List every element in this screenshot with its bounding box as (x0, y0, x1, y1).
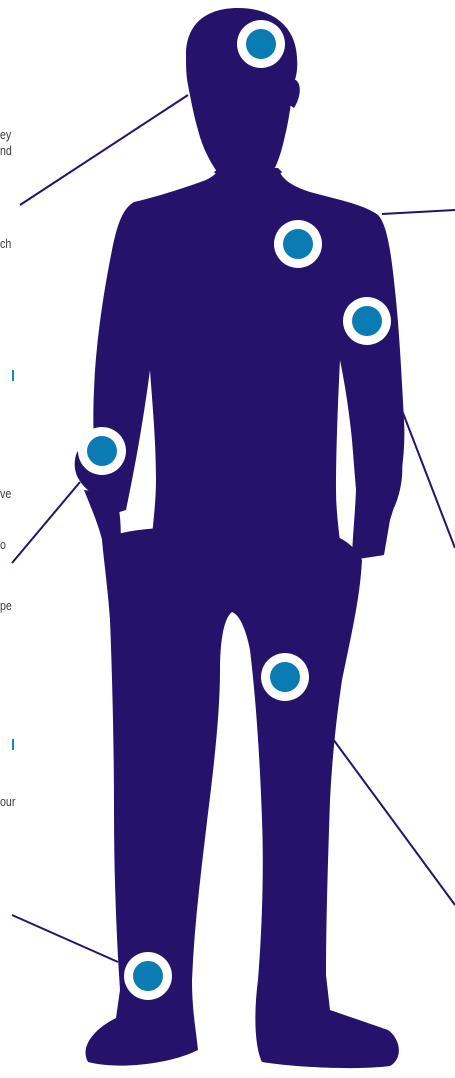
ankle-marker[interactable] (124, 952, 172, 1000)
leader-line-head (20, 95, 188, 205)
leader-line-ankle (12, 915, 118, 962)
text-fragment-1: ey (0, 127, 11, 143)
torso-shape (93, 168, 404, 580)
right-hand-shape (358, 450, 402, 531)
accent-tick-2 (12, 739, 14, 750)
right-wrist-marker[interactable] (78, 427, 126, 475)
text-fragment-3: ch (0, 236, 11, 252)
leader-line-shoulder (382, 210, 455, 214)
leader-line-hand (12, 482, 80, 563)
left-elbow-marker[interactable] (343, 297, 391, 345)
text-fragment-2: nd (0, 143, 12, 159)
person-silhouette (75, 8, 405, 1068)
ear-shape (288, 79, 300, 108)
leader-line-forearm (398, 400, 455, 548)
leader-line-knee (330, 735, 455, 905)
text-fragment-4: ve (0, 486, 11, 502)
head-marker[interactable] (237, 20, 285, 68)
accent-tick-1 (12, 370, 14, 381)
knee-marker[interactable] (261, 653, 309, 701)
chest-marker[interactable] (274, 220, 322, 268)
text-fragment-7: our (0, 794, 15, 810)
text-fragment-6: pe (0, 598, 12, 614)
text-fragment-5: o (0, 537, 6, 553)
